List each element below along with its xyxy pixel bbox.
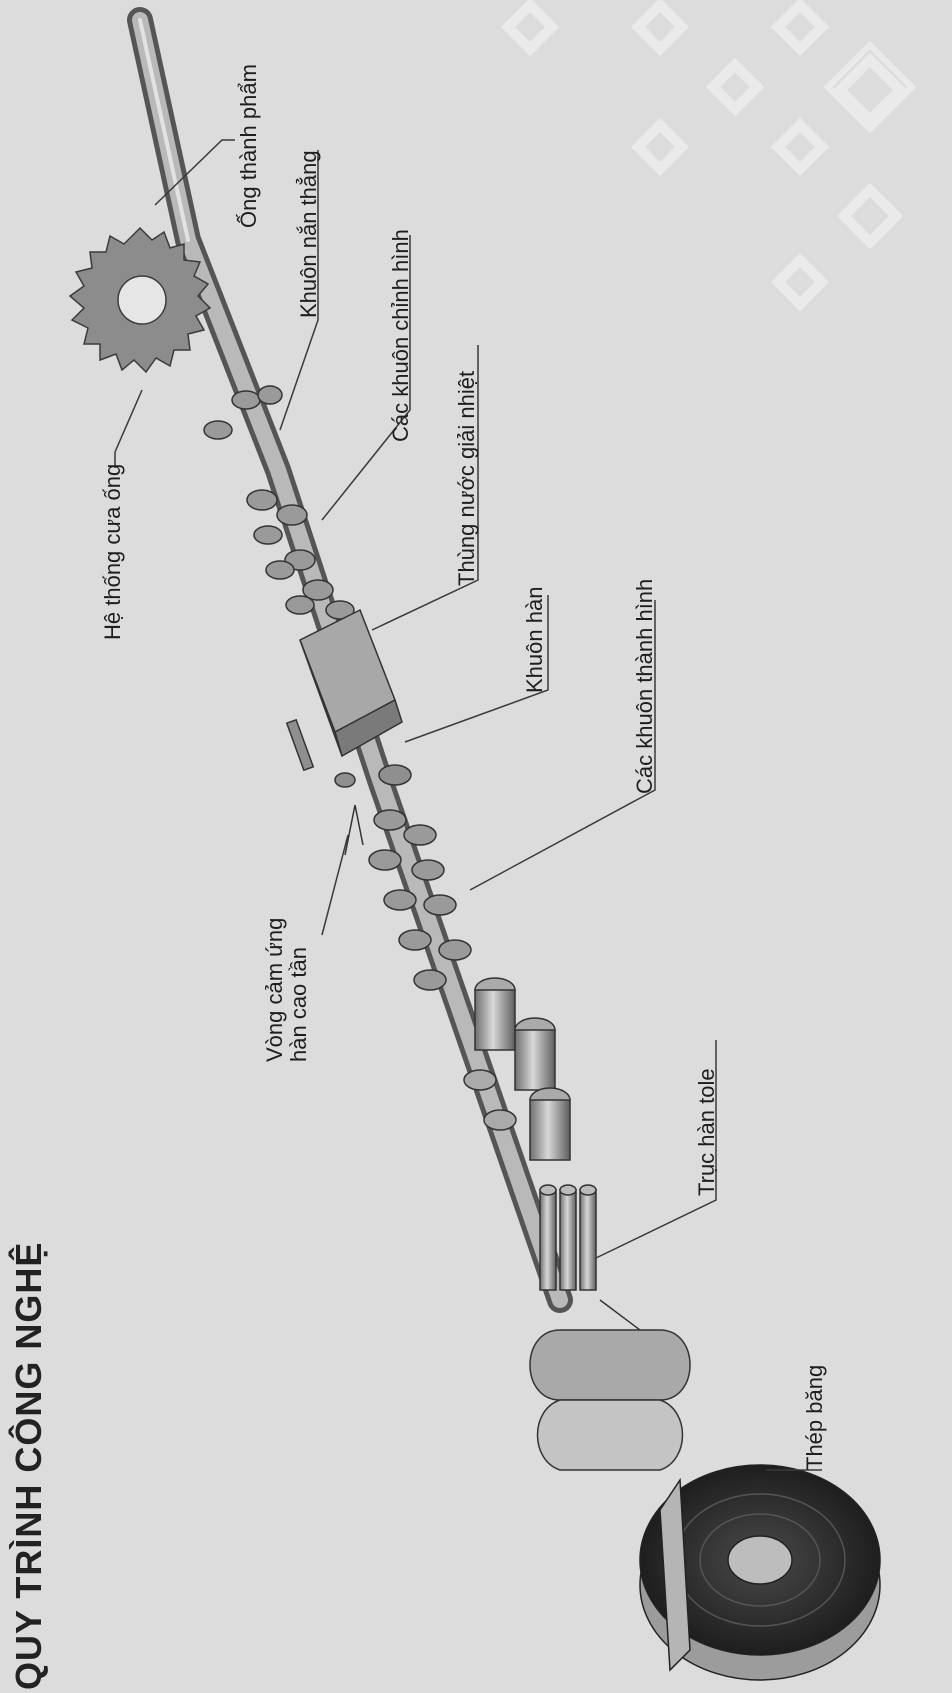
leader-pipe-saw — [115, 390, 142, 468]
label-pipe-saw: Hệ thống cưa ống — [100, 464, 126, 640]
label-straightening-die: Khuôn nắn thẳng — [296, 150, 322, 318]
steel-strip-loops — [530, 1300, 690, 1470]
cooling-tank-illustration — [300, 610, 402, 756]
leader-forming-dies — [470, 600, 655, 890]
label-welding-die: Khuôn hàn — [522, 587, 548, 693]
label-induction-coil-line2: hàn cao tần — [286, 947, 312, 1062]
label-steel-strip: Thép băng — [802, 1365, 828, 1470]
leader-induction-coil — [322, 835, 348, 935]
sheet-welding-rolls — [540, 1185, 596, 1290]
steel-coil-illustration — [640, 1465, 880, 1680]
decorative-diamond-pattern — [508, 5, 912, 304]
page-title: QUY TRÌNH CÔNG NGHỆ — [8, 1242, 50, 1690]
label-sheet-welding-roll: Trục hàn tole — [694, 1068, 720, 1196]
label-induction-coil-line1: Vòng cảm ứng — [262, 918, 288, 1062]
label-cooling-tank: Thùng nước giải nhiệt — [454, 371, 480, 586]
label-sizing-dies: Các khuôn chỉnh hình — [388, 229, 414, 442]
label-finished-pipe: Ống thành phẩm — [236, 64, 262, 228]
label-forming-dies: Các khuôn thành hình — [632, 579, 658, 794]
